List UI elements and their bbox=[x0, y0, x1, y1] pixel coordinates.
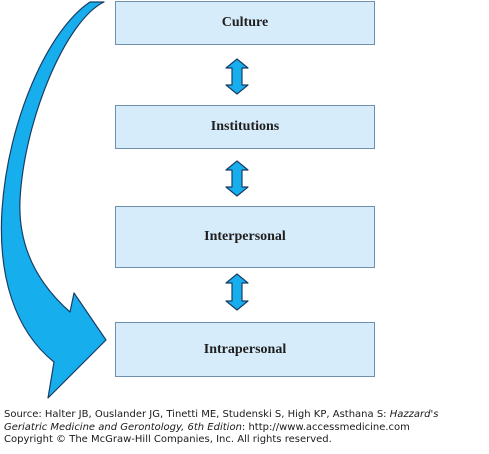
box-intrapersonal: Intrapersonal bbox=[115, 322, 375, 377]
source-url: : http://www.accessmedicine.com bbox=[241, 421, 410, 433]
copyright-line: Copyright © The McGraw-Hill Companies, I… bbox=[4, 434, 332, 445]
source-title-part1: Hazzard's bbox=[389, 409, 439, 420]
box-label-interpersonal: Interpersonal bbox=[204, 229, 286, 244]
source-citation: Source: Halter JB, Ouslander JG, Tinetti… bbox=[4, 409, 488, 447]
box-interpersonal: Interpersonal bbox=[115, 206, 375, 268]
box-label-intrapersonal: Intrapersonal bbox=[203, 341, 287, 357]
double-headed-arrow-icon bbox=[225, 160, 249, 197]
box-label-institutions: Institutions bbox=[210, 119, 280, 134]
double-headed-arrow-icon bbox=[225, 58, 249, 95]
box-culture: Culture bbox=[115, 1, 375, 45]
curved-arrow-icon bbox=[0, 1, 107, 399]
source-title-part2: Geriatric Medicine and Gerontology, 6th … bbox=[4, 421, 242, 433]
box-institutions: Institutions bbox=[115, 105, 375, 149]
source-line-1: Source: Halter JB, Ouslander JG, Tinetti… bbox=[4, 409, 488, 422]
source-prefix: Source: Halter JB, Ouslander JG, Tinetti… bbox=[4, 409, 390, 420]
double-headed-arrow-icon bbox=[225, 273, 249, 311]
box-label-culture: Culture bbox=[221, 15, 269, 30]
source-line-2: Geriatric Medicine and Gerontology, 6th … bbox=[4, 422, 488, 435]
